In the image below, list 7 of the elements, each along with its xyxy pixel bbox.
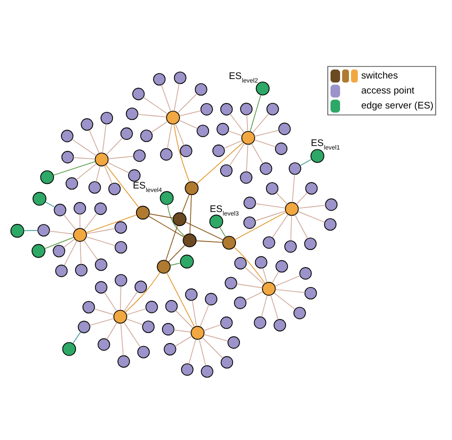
- legend-label: access point: [361, 85, 414, 96]
- legend-label: switches: [361, 70, 398, 82]
- node-label: ES$_{level2}$: [228, 70, 258, 84]
- node-label: ES$_{level3}$: [210, 203, 239, 217]
- legend-label: edge server (ES): [361, 100, 434, 112]
- node-label: ES$_{level1}$: [310, 138, 340, 152]
- node-label: ES$_{level4}$: [132, 180, 162, 194]
